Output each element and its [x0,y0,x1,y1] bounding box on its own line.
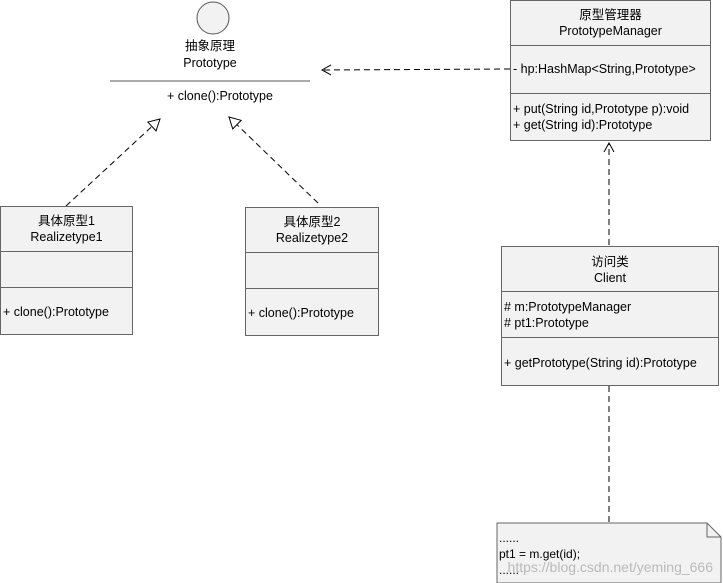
realizetype1-operation: + clone():Prototype [3,305,109,319]
client-class: 访问类 Client # m:PrototypeManager # pt1:Pr… [501,246,719,386]
client-operation: + getPrototype(String id):Prototype [504,356,697,370]
watermark-text: https://blog.csdn.net/yeming_666 [507,559,713,575]
client-attribute-m: # m:PrototypeManager [504,300,632,314]
code-note: ...... pt1 = m.get(id); ...... [497,523,721,583]
interface-operation: + clone():Prototype [167,89,273,103]
realizetype2-class: 具体原型2 Realizetype2 + clone():Prototype [245,207,379,336]
realizetype1-class: 具体原型1 Realizetype1 + clone():Prototype [0,206,133,335]
note-line-2: pt1 = m.get(id); [499,547,581,561]
realize1-realization-edge [65,118,161,207]
note-shape [496,522,722,583]
manager-name-cn: 原型管理器 [579,8,642,22]
client-name: Client [594,271,626,285]
manager-name: PrototypeManager [559,24,662,38]
realizetype2-name: Realizetype2 [275,231,349,245]
note-line-3: ...... [499,563,520,577]
realizetype2-operation: + clone():Prototype [248,306,354,320]
client-attribute-pt1: # pt1:Prototype [504,316,589,330]
prototype-manager-class: 原型管理器 PrototypeManager - hp:HashMap<Stri… [510,0,711,141]
realize2-realization-edge [228,116,319,204]
interface-lollipop-icon [196,1,230,35]
interface-name: Prototype [183,56,237,70]
realizetype1-name: Realizetype1 [30,230,103,244]
interface-name-cn: 抽象原理 [184,39,235,53]
client-name-cn: 访问类 [591,255,629,269]
manager-attribute: - hp:HashMap<String,Prototype> [513,62,696,76]
manager-uses-prototype-edge [320,64,511,76]
manager-operation-put: + put(String id,Prototype p):void [513,102,690,116]
note-line-1: ...... [499,531,520,545]
realizetype2-name-cn: 具体原型2 [283,215,341,229]
realizetype1-name-cn: 具体原型1 [38,214,95,228]
manager-operation-get: + get(String id):Prototype [513,118,653,132]
